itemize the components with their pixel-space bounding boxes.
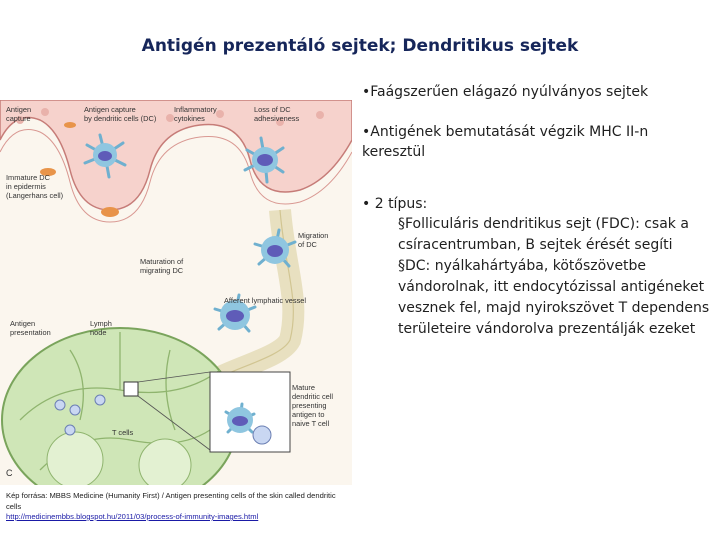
follicle-2	[138, 438, 192, 485]
label-antigen-presentation: Antigen presentation	[10, 319, 51, 337]
bullet-two-types: • 2 típus:	[362, 196, 428, 212]
label-t-cells: T cells	[112, 428, 134, 437]
label-antigen-capture: Antigen capture	[6, 105, 33, 123]
lymph-node-structure	[19, 332, 221, 471]
label-panel-letter: C	[6, 468, 13, 478]
sub-bullet-dc-text: DC: nyálkahártyába, kötőszövetbe vándoro…	[398, 258, 710, 337]
epidermis-layer	[0, 100, 352, 211]
label-maturation: Maturation of migrating DC	[140, 257, 185, 275]
caption-source-link[interactable]: http://medicinembbs.blogspot.hu/2011/03/…	[6, 512, 259, 521]
slide-title: Antigén prezentáló sejtek; Dendritikus s…	[141, 36, 579, 56]
inset-marker	[123, 381, 139, 397]
figure-illustration: Antigen capture Antigen capture by dendr…	[0, 100, 352, 485]
t-cells	[54, 394, 106, 436]
bullet-mhc-line1: •Antigének bemutatását végzik MHC II-n	[362, 124, 649, 140]
label-loss-of-dc-adhesiveness: Loss of DC adhesiveness	[254, 105, 300, 123]
label-lymph-node: Lymph node	[90, 319, 114, 337]
dendritic-cell-loss-adhesion	[243, 136, 285, 184]
bullet-branching-cells: •Faágszerűen elágazó nyúlványos sejtek	[362, 84, 649, 100]
sub-bullet-dc: §DC: nyálkahártyába, kötőszövetbe vándor…	[398, 256, 714, 340]
sub-bullet-fdc-text: Folliculáris dendritikus sejt (FDC): csa…	[398, 216, 689, 253]
dendritic-cell-capture	[83, 133, 127, 179]
label-afferent-lymphatic-vessel: Afferent lymphatic vessel	[224, 296, 306, 305]
bullet-list: •Faágszerűen elágazó nyúlványos sejtek •…	[362, 82, 714, 340]
sub-bullet-list: §Folliculáris dendritikus sejt (FDC): cs…	[362, 214, 714, 340]
sub-bullet-marker: §	[398, 258, 405, 274]
sub-bullet-marker: §	[398, 216, 405, 232]
dendritic-cell-migrating	[253, 228, 297, 268]
skin-cells	[16, 108, 324, 126]
label-migration-of-dc: Migration of DC	[298, 231, 330, 249]
bullet-mhc-line2: keresztül	[362, 144, 426, 160]
label-mature-dc: Mature dendritic cell presenting antigen…	[292, 383, 335, 428]
label-capture-by-dc: Antigen capture by dendritic cells (DC)	[84, 105, 156, 123]
basement-membrane	[0, 129, 352, 223]
follicle-1	[46, 431, 104, 485]
bullet-mhc-presentation: •Antigének bemutatását végzik MHC II-n k…	[362, 122, 714, 162]
dendritic-cell-figure: Antigen capture Antigen capture by dendr…	[0, 100, 352, 485]
label-immature-dc: Immature DC in epidermis (Langerhans cel…	[6, 173, 63, 200]
sub-bullet-fdc: §Folliculáris dendritikus sejt (FDC): cs…	[398, 214, 714, 256]
mature-dendritic-cell-inset	[224, 402, 272, 445]
image-caption: Kép forrása: MBBS Medicine (Humanity Fir…	[6, 491, 351, 523]
dendritic-cell-maturing	[213, 293, 257, 333]
antigen-particles	[40, 122, 119, 217]
caption-text: Kép forrása: MBBS Medicine (Humanity Fir…	[6, 491, 336, 511]
inset-lines	[137, 371, 211, 451]
label-inflammatory-cytokines: Inflammatory cytokines	[174, 105, 219, 123]
